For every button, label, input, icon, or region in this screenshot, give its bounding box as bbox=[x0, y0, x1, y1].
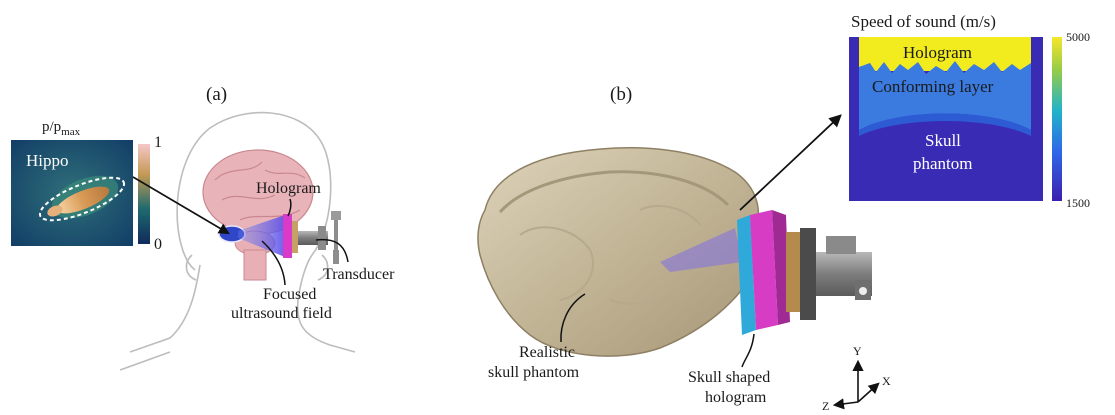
speed-colorbar bbox=[1052, 37, 1062, 201]
pressure-colorbar bbox=[138, 144, 150, 244]
inset-layer-phantom: phantom bbox=[913, 155, 973, 173]
transducer-b bbox=[786, 228, 872, 320]
pressure-colorbar-max: 1 bbox=[154, 134, 162, 152]
hologram-b-label-line2: hologram bbox=[705, 389, 766, 407]
axis-y-label: Y bbox=[853, 342, 862, 360]
hologram-a bbox=[283, 214, 292, 258]
axis-z-label: Z bbox=[822, 397, 829, 415]
transducer-label: Transducer bbox=[323, 266, 394, 284]
speed-colorbar-min: 1500 bbox=[1066, 194, 1090, 212]
phantom-label-line1: Realistic bbox=[519, 344, 575, 362]
axis-x-label: X bbox=[882, 372, 891, 390]
panel-a-label: (a) bbox=[206, 84, 227, 106]
heatmap-title-sub: max bbox=[61, 126, 80, 138]
panel-b-label: (b) bbox=[610, 84, 632, 106]
inset-layer-hologram: Hologram bbox=[903, 44, 972, 62]
skull-shaped-hologram bbox=[737, 210, 790, 335]
hologram-b-label-line1: Skull shaped bbox=[688, 369, 770, 387]
inset-layer-skull: Skull bbox=[925, 132, 961, 150]
inset-layer-conforming: Conforming layer bbox=[872, 78, 993, 96]
brain bbox=[203, 150, 313, 280]
hologram-b-leader bbox=[742, 334, 754, 367]
heatmap-title-base: p/p bbox=[42, 119, 61, 135]
hologram-a-label: Hologram bbox=[256, 180, 321, 198]
phantom-label-line2: skull phantom bbox=[488, 364, 579, 382]
field-label-line2: ultrasound field bbox=[231, 305, 332, 323]
inset-pointer bbox=[740, 116, 840, 210]
axes-triad bbox=[835, 362, 878, 405]
hippo-label: Hippo bbox=[26, 152, 69, 170]
speed-colorbar-max: 5000 bbox=[1066, 28, 1090, 46]
inset-title: Speed of sound (m/s) bbox=[851, 13, 996, 31]
heatmap-title: p/pmax bbox=[42, 118, 80, 141]
pressure-colorbar-min: 0 bbox=[154, 236, 162, 254]
field-label-line1: Focused bbox=[263, 286, 316, 304]
